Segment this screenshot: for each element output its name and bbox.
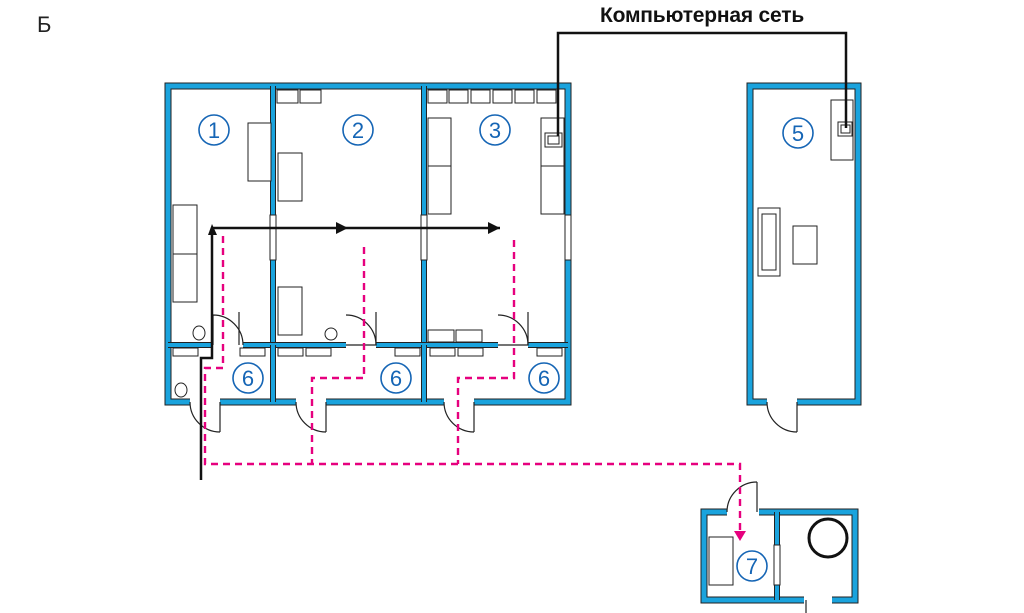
evacuation-route	[203, 236, 742, 530]
evacuation-arrowhead	[734, 531, 746, 541]
corner-label: Б	[37, 12, 52, 37]
main-building-doors	[189, 312, 529, 433]
main-building-furniture	[172, 89, 565, 357]
computer-network-line	[556, 31, 848, 136]
network-label: Компьютерная сеть	[600, 4, 805, 27]
room-7-label: 7	[746, 554, 758, 579]
room-6c-label: 6	[538, 366, 550, 391]
room-2-label: 2	[352, 118, 364, 143]
sanitary-fixtures	[174, 325, 338, 398]
room-1-label: 1	[208, 118, 220, 143]
building-5	[746, 82, 862, 433]
room-6b-label: 6	[390, 366, 402, 391]
building-7	[700, 481, 859, 613]
black-route	[199, 222, 500, 480]
room-5-label: 5	[792, 121, 804, 146]
room-6a-label: 6	[242, 366, 254, 391]
room-3-label: 3	[489, 118, 501, 143]
room-numbers: 1 2 3 5 6 6 6 7	[198, 114, 814, 582]
